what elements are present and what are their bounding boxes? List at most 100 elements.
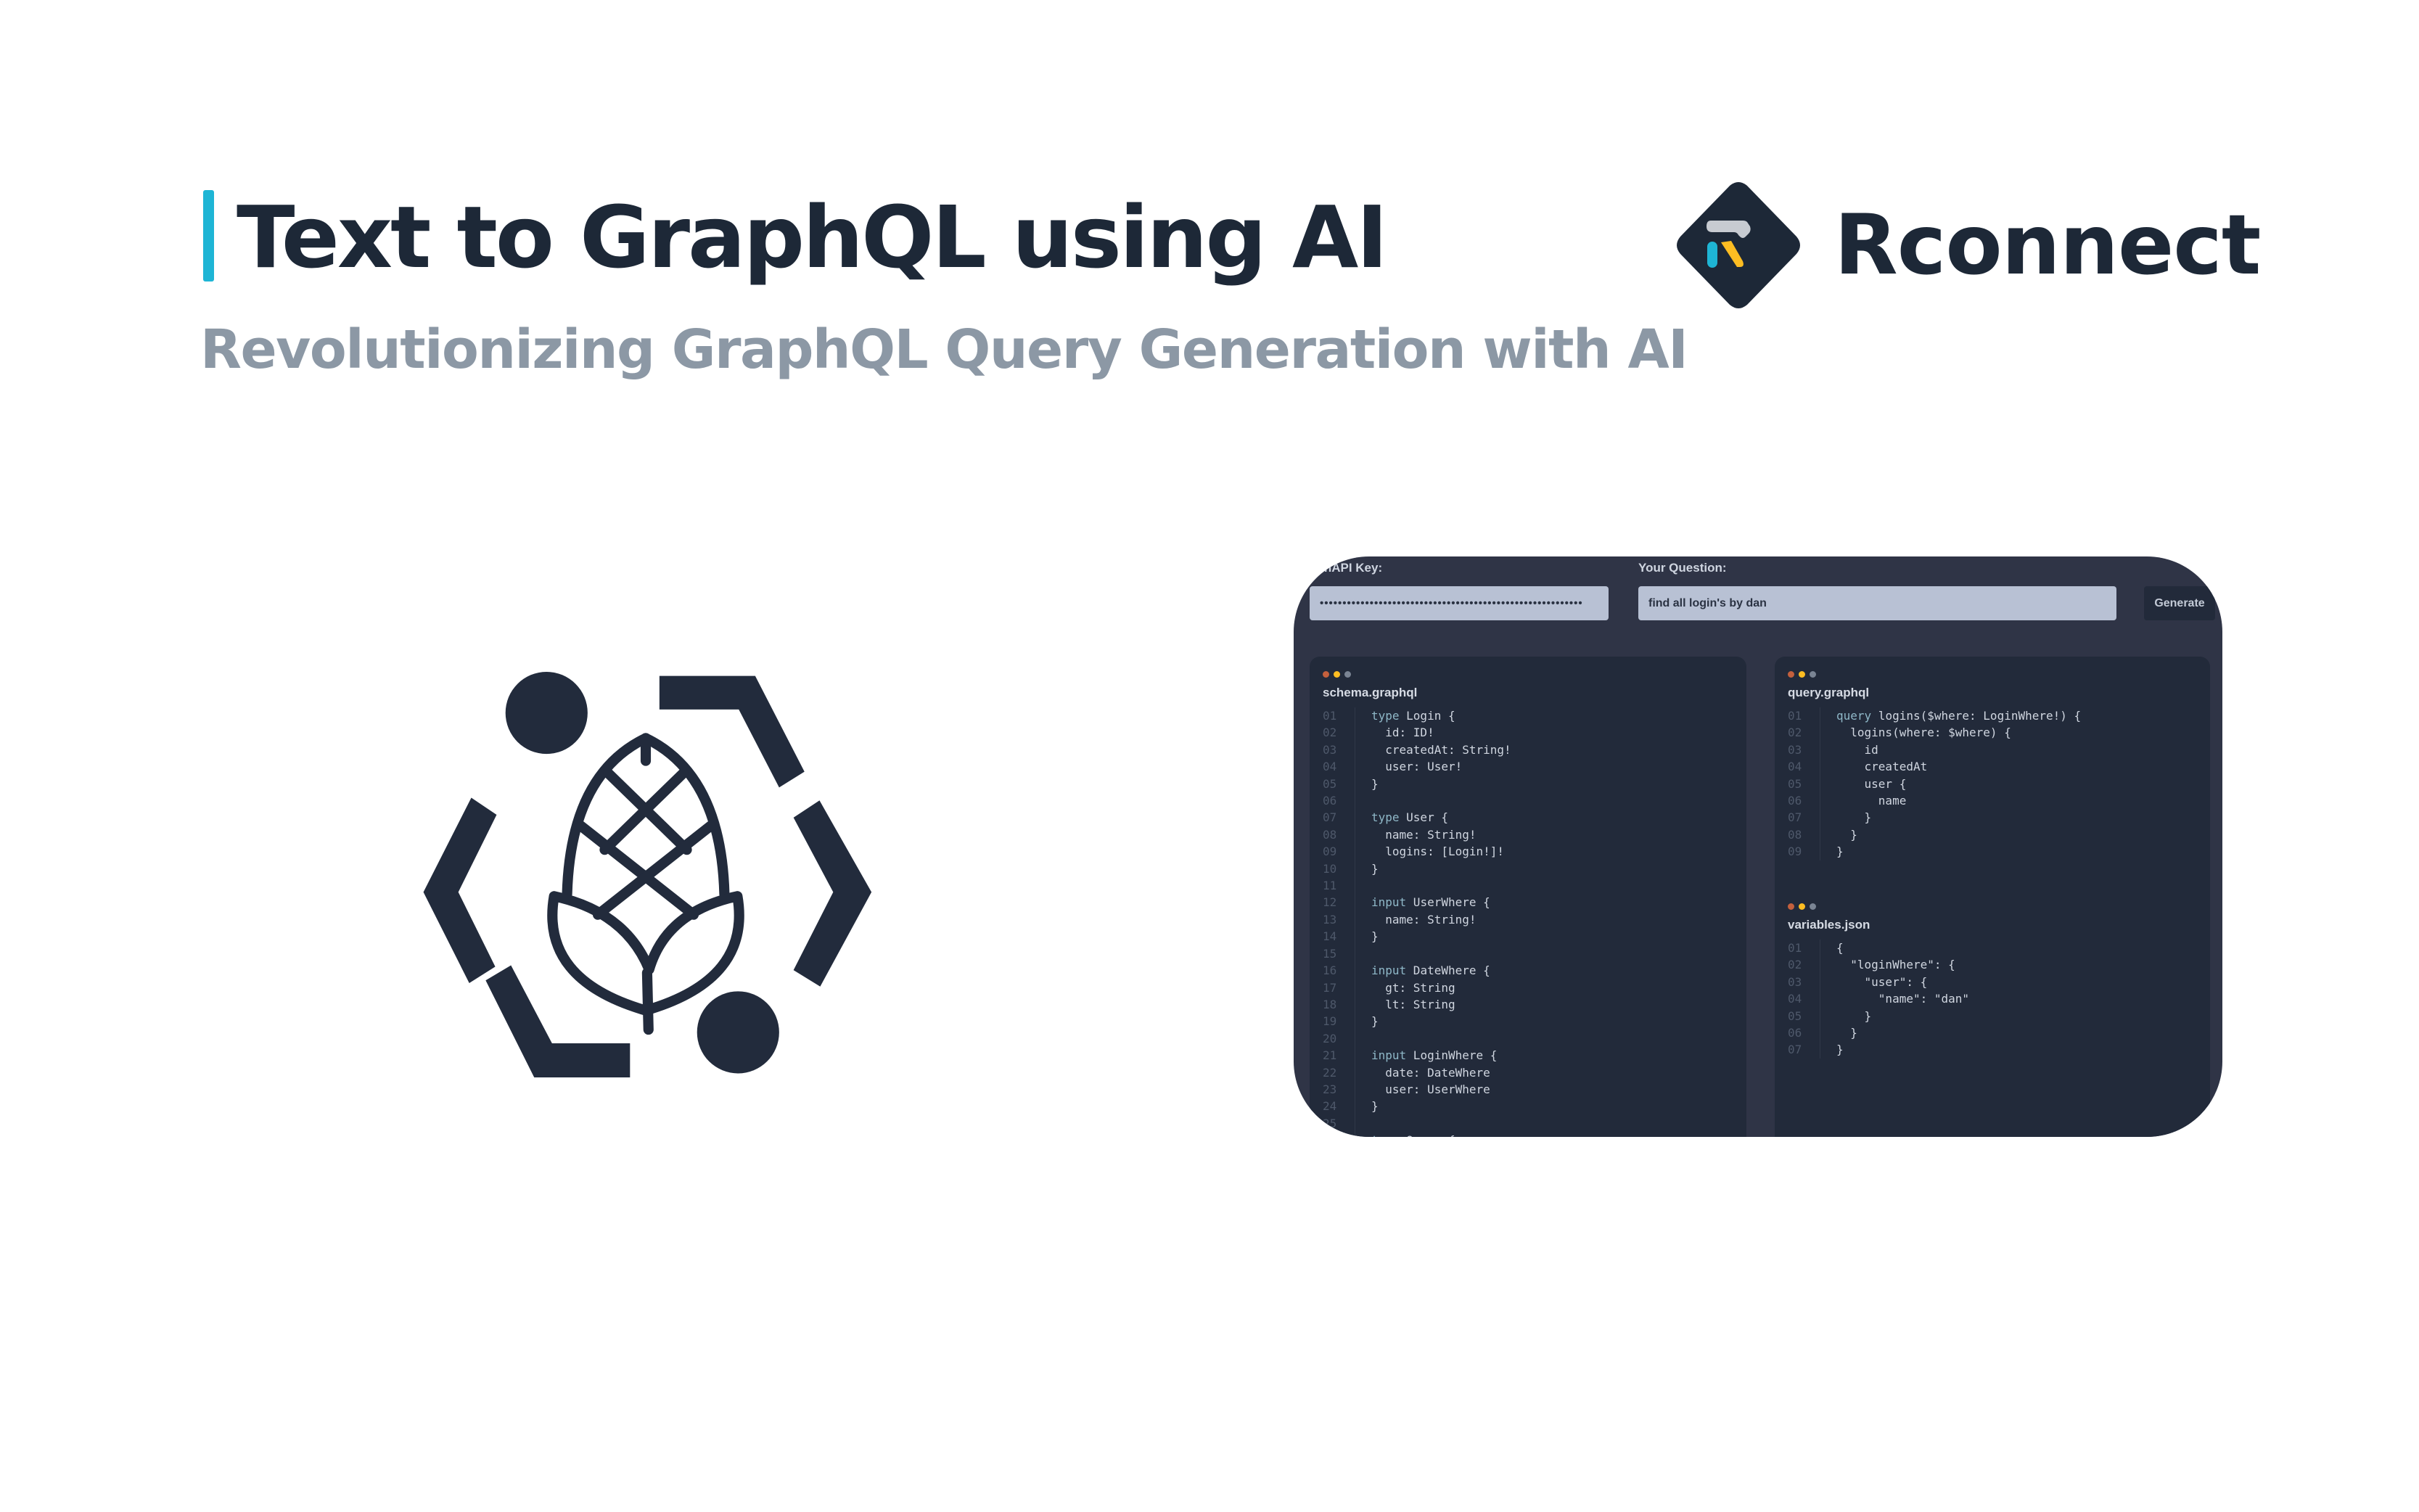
- line-number: 09: [1323, 843, 1355, 860]
- line-text: }: [1836, 1026, 1857, 1040]
- line-text: }: [1836, 1008, 1872, 1023]
- code-line: 02 "loginWhere": {: [1788, 956, 1969, 974]
- line-text: {: [1836, 941, 1844, 955]
- code-line: 02 logins(where: $where) {: [1788, 724, 2081, 741]
- question-input[interactable]: find all login's by dan: [1638, 586, 2116, 620]
- code-line: 17 gt: String: [1323, 979, 1511, 996]
- line-number: 07: [1323, 809, 1355, 826]
- line-number: 07: [1788, 1041, 1820, 1059]
- line-number: 02: [1788, 956, 1820, 974]
- code-line: 07}: [1788, 1041, 1969, 1059]
- line-text: }: [1371, 929, 1379, 944]
- window-dots: [1788, 671, 1816, 678]
- window-dots: [1788, 903, 1816, 910]
- line-number: 03: [1323, 741, 1355, 759]
- line-number: 05: [1788, 1007, 1820, 1025]
- line-text: }: [1371, 1099, 1379, 1114]
- line-number: 04: [1323, 758, 1355, 776]
- code-line: 25: [1323, 1114, 1511, 1133]
- code-line: 02 id: ID!: [1323, 724, 1511, 741]
- line-number: 24: [1323, 1098, 1355, 1115]
- line-number: 10: [1323, 860, 1355, 878]
- line-number: 21: [1323, 1047, 1355, 1064]
- line-text: logins(where: $where) {: [1836, 726, 2011, 740]
- close-dot-icon: [1788, 903, 1794, 910]
- code-line: 03 "user": {: [1788, 973, 1969, 991]
- line-number: 01: [1788, 707, 1820, 725]
- code-line: 09}: [1788, 843, 2081, 860]
- brand-logo: Rconnect: [1673, 180, 2261, 311]
- title-accent-bar: [203, 190, 214, 282]
- code-line: 20: [1323, 1030, 1511, 1048]
- code-line: 08 }: [1788, 826, 2081, 844]
- line-text: }: [1371, 861, 1379, 876]
- schema-filename: schema.graphql: [1323, 686, 1418, 699]
- line-text: type Login {: [1371, 709, 1455, 723]
- line-number: 13: [1323, 911, 1355, 929]
- code-line: 15: [1323, 945, 1511, 963]
- line-number: 03: [1788, 973, 1820, 991]
- app-screenshot-panel: penAPI Key: ••••••••••••••••••••••••••••…: [1294, 556, 2222, 1137]
- line-number: 01: [1788, 940, 1820, 957]
- line-text: }: [1371, 1014, 1379, 1029]
- line-number: 08: [1323, 826, 1355, 844]
- line-text: lt: String: [1371, 997, 1455, 1011]
- question-label: Your Question:: [1638, 561, 1727, 575]
- minimize-dot-icon: [1799, 671, 1805, 678]
- line-text: user: User!: [1371, 760, 1463, 774]
- line-number: 16: [1323, 962, 1355, 979]
- line-number: 05: [1788, 775, 1820, 793]
- line-text: }: [1836, 1043, 1844, 1057]
- maximize-dot-icon: [1344, 671, 1351, 678]
- code-line: 13 name: String!: [1323, 911, 1511, 929]
- line-number: 04: [1788, 758, 1820, 776]
- line-number: 22: [1323, 1064, 1355, 1081]
- line-text: date: DateWhere: [1371, 1065, 1490, 1080]
- line-text: "loginWhere": {: [1836, 958, 1955, 972]
- line-text: }: [1371, 776, 1379, 791]
- code-line: 08 name: String!: [1323, 826, 1511, 844]
- line-text: name: [1836, 794, 1907, 808]
- line-text: id: ID!: [1371, 726, 1434, 740]
- line-number: 01: [1323, 707, 1355, 725]
- line-number: 06: [1788, 1024, 1820, 1042]
- line-text: query logins($where: LoginWhere!) {: [1836, 709, 2082, 723]
- code-line: 18 lt: String: [1323, 995, 1511, 1014]
- code-line: 05}: [1323, 775, 1511, 793]
- line-text: createdAt: [1836, 760, 1928, 774]
- line-number: 07: [1788, 809, 1820, 826]
- line-number: 04: [1788, 990, 1820, 1008]
- line-text: name: String!: [1371, 827, 1477, 842]
- line-text: logins: [Login!]!: [1371, 845, 1505, 859]
- line-number: 02: [1323, 724, 1355, 741]
- maximize-dot-icon: [1810, 903, 1816, 910]
- generate-button[interactable]: Generate: [2144, 586, 2215, 620]
- line-number: 12: [1323, 894, 1355, 911]
- rconnect-logo-icon: [1677, 182, 1800, 308]
- code-line: 22 date: DateWhere: [1323, 1064, 1511, 1081]
- line-text: "user": {: [1836, 974, 1928, 989]
- line-number: 06: [1788, 792, 1820, 810]
- code-line: 06 name: [1788, 792, 2081, 810]
- code-line: 01 type Login {: [1323, 707, 1511, 725]
- line-number: 25: [1323, 1114, 1355, 1133]
- api-key-input[interactable]: ••••••••••••••••••••••••••••••••••••••••…: [1310, 586, 1609, 620]
- line-number: 15: [1323, 945, 1355, 963]
- code-line: 04 user: User!: [1323, 758, 1511, 776]
- line-text: createdAt: String!: [1371, 742, 1511, 757]
- close-dot-icon: [1323, 671, 1329, 678]
- line-text: id: [1836, 742, 1878, 757]
- line-number: 19: [1323, 1013, 1355, 1030]
- line-text: "name": "dan": [1836, 992, 1970, 1006]
- line-text: }: [1836, 845, 1844, 859]
- line-text: input DateWhere {: [1371, 964, 1490, 978]
- code-line: 05 user {: [1788, 775, 2081, 793]
- page-subtitle: Revolutionizing GraphQL Query Generation…: [200, 319, 1688, 381]
- code-line: 14}: [1323, 928, 1511, 945]
- line-text: input LoginWhere {: [1371, 1048, 1498, 1063]
- line-number: 03: [1788, 741, 1820, 759]
- code-line: 05 }: [1788, 1007, 1969, 1025]
